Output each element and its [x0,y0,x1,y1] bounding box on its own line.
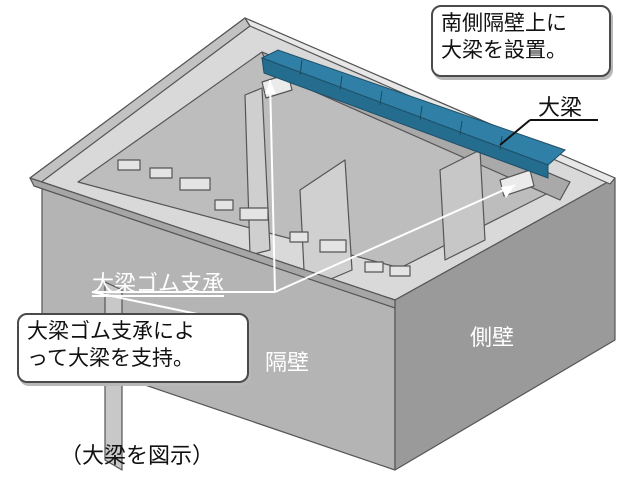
label-partition-wall: 隔壁 [265,351,310,376]
callout-bearing-support: 大梁ゴム支承によ って大梁を支持。 [17,313,249,383]
caption: （大梁を図示） [60,444,215,469]
callout-beam-line-1: 南側隔壁上に [441,11,567,35]
inner-partition-2 [299,159,353,291]
callout-beam-on-wall: 南側隔壁上に 大梁を設置。 [431,5,611,77]
callout-bearing-line-1: 大梁ゴム支承によ [27,319,195,343]
callout-beam-line-2: 大梁を設置。 [441,38,567,62]
callout-bearing-line-2: って大梁を支持。 [27,346,194,370]
floor-slots [117,159,411,277]
side-wall-face [394,177,616,471]
label-beam: 大梁 [538,96,583,121]
label-rubber-bearing: 大梁ゴム支承 [92,272,225,297]
inner-partition-3 [439,149,486,261]
label-side-wall: 側壁 [470,326,515,351]
